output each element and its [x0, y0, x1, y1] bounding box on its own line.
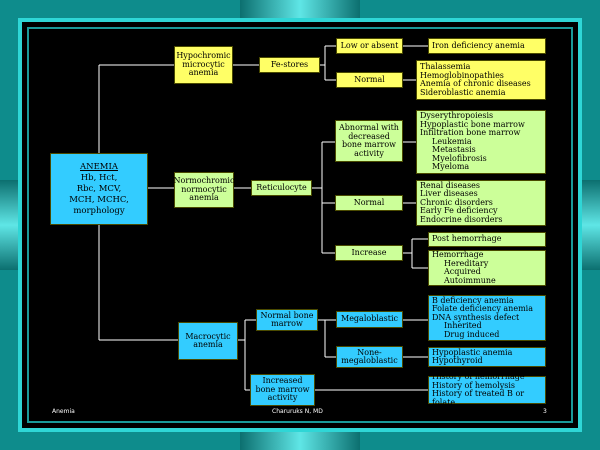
normo-normal-box: Normal — [335, 195, 403, 211]
result-drug-induced: Drug induced — [444, 329, 500, 339]
reticulocyte-label: Reticulocyte — [256, 182, 307, 192]
megaloblastic-label: Megaloblastic — [341, 314, 398, 324]
iron-deficiency-label: Iron deficiency anemia — [432, 40, 525, 50]
macrocytic-box: Macrocytic anemia — [178, 322, 238, 360]
abnormal-label: Abnormal with decreased bone marrow acti… — [339, 123, 399, 158]
non-megaloblastic-label: None-megaloblastic — [341, 347, 398, 365]
macrocytic-label: Macrocytic anemia — [185, 331, 231, 349]
fe-normal-label: Normal — [354, 74, 385, 84]
footer-right: 3 — [543, 408, 547, 415]
result-metastasis: Metastasis — [432, 145, 476, 155]
footer-center: Charuruks N, MD — [272, 408, 323, 415]
result-infiltration: Infiltration bone marrow — [420, 128, 521, 138]
result-myelofibrosis: Myelofibrosis — [432, 153, 487, 163]
anemia-line-1: Hb, Hct, — [80, 172, 118, 183]
normochromic-box: Normochromic normocytic anemia — [174, 172, 234, 208]
fe-stores-label: Fe-stores — [270, 59, 309, 69]
result-hypoplastic-anemia: Hypoplastic anemia — [432, 347, 513, 357]
result-endocrine: Endocrine disorders — [420, 214, 503, 224]
hemorrhage-label: Hemorrhage — [432, 250, 484, 259]
result-leukemia: Leukemia — [432, 136, 472, 146]
result-b-deficiency: B deficiency anemia — [432, 295, 514, 305]
result-hypothyroid: Hypothyroid — [432, 356, 483, 365]
result-sideroblastic: Sideroblastic anemia — [420, 87, 506, 97]
footer-left: Anemia — [52, 408, 75, 415]
post-hemorrhage-box: Post hemorrhage — [428, 232, 546, 247]
hemorrhage-box: Hemorrhage Hereditary Acquired Autoimmun… — [428, 250, 546, 286]
abnormal-box: Abnormal with decreased bone marrow acti… — [335, 120, 403, 162]
anemia-line-2: Rbc, MCV, — [76, 183, 122, 194]
normochromic-label: Normochromic normocytic anemia — [173, 176, 235, 203]
low-absent-label: Low or absent — [340, 40, 399, 50]
result-hemoglobinopathies: Hemoglobinopathies — [420, 70, 504, 80]
increased-marrow-box: Increased bone marrow activity — [250, 374, 315, 406]
increase-label: Increase — [351, 247, 387, 257]
result-acquired: Acquired — [444, 267, 481, 276]
fe-stores-box: Fe-stores — [259, 57, 320, 73]
result-hypoplastic-marrow: Hypoplastic bone marrow — [420, 119, 525, 129]
result-history-hemolysis: History of hemolysis — [432, 380, 516, 390]
increase-box: Increase — [335, 245, 403, 261]
result-early-fe: Early Fe deficiency — [420, 206, 498, 216]
result-autoimmune: Autoimmune — [444, 275, 496, 285]
anemia-title: ANEMIA — [80, 161, 118, 172]
result-folate-deficiency: Folate deficiency anemia — [432, 304, 533, 314]
anemia-line-3: MCH, MCHC, — [69, 194, 129, 205]
normo-normal-results-box: Renal diseases Liver diseases Chronic di… — [416, 180, 546, 226]
non-megaloblastic-box: None-megaloblastic — [336, 346, 403, 368]
result-myeloma: Myeloma — [432, 162, 470, 172]
hypochromic-label: Hypochromic microcytic anemia — [176, 51, 231, 78]
iron-deficiency-box: Iron deficiency anemia — [428, 38, 546, 54]
normo-normal-label: Normal — [353, 197, 385, 207]
result-hereditary: Hereditary — [444, 258, 489, 268]
hypochromic-box: Hypochromic microcytic anemia — [174, 46, 233, 84]
fe-normal-box: Normal — [336, 72, 403, 88]
result-dyserythropoiesis: Dyserythropoiesis — [420, 111, 494, 121]
anemia-line-4: morphology — [73, 205, 125, 216]
normal-marrow-label: Normal bone marrow — [260, 310, 314, 328]
reticulocyte-box: Reticulocyte — [251, 180, 312, 196]
result-renal: Renal diseases — [420, 180, 481, 190]
result-chronic-disorders: Chronic disorders — [420, 197, 493, 207]
megaloblastic-results-box: B deficiency anemia Folate deficiency an… — [428, 295, 546, 341]
non-megaloblastic-results-box: Hypoplastic anemia Hypothyroid — [428, 347, 546, 367]
result-history-treated: History of treated B or folate — [432, 389, 525, 407]
result-inherited: Inherited — [444, 321, 482, 331]
megaloblastic-box: Megaloblastic — [336, 311, 403, 328]
increased-results-box: History of hemorrhage History of hemolys… — [428, 372, 546, 407]
result-dna-synthesis: DNA synthesis defect — [432, 312, 520, 322]
result-history-hemorrhage: History of hemorrhage — [432, 372, 525, 381]
result-thalassemia: Thalassemia — [420, 62, 471, 71]
fe-normal-results-box: Thalassemia Hemoglobinopathies Anemia of… — [416, 60, 546, 100]
increased-marrow-label: Increased bone marrow activity — [255, 376, 310, 403]
result-liver: Liver diseases — [420, 189, 478, 199]
low-absent-box: Low or absent — [336, 38, 403, 54]
anemia-root-box: ANEMIA Hb, Hct, Rbc, MCV, MCH, MCHC, mor… — [50, 153, 148, 225]
abnormal-results-box: Dyserythropoiesis Hypoplastic bone marro… — [416, 110, 546, 174]
normal-marrow-box: Normal bone marrow — [256, 309, 318, 331]
post-hemorrhage-label: Post hemorrhage — [432, 234, 502, 244]
result-anemia-chronic: Anemia of chronic diseases — [420, 79, 531, 88]
